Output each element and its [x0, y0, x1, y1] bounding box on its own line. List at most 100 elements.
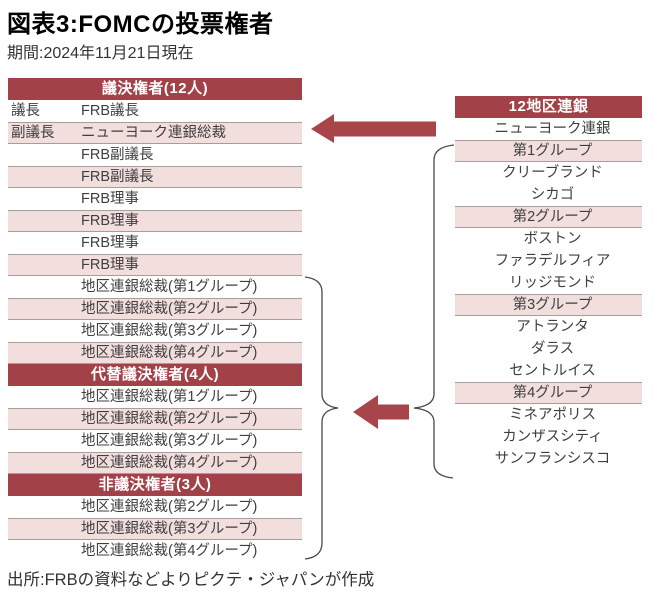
period-label: 期間:2024年11月21日現在	[7, 45, 194, 62]
row-text: ダラス	[530, 341, 575, 357]
table-row: 地区連銀総裁(第2グループ)	[8, 298, 302, 320]
row-text: ミネアポリス	[509, 407, 596, 423]
table-row: 地区連銀総裁(第3グループ)	[8, 430, 302, 452]
row-text: 第1グループ	[512, 143, 593, 159]
row-text: 地区連銀総裁(第2グループ)	[81, 411, 258, 427]
table-row: 第2グループ	[455, 206, 642, 228]
table-row: 第1グループ	[455, 140, 642, 162]
table-row: 地区連銀総裁(第1グループ)	[8, 386, 302, 408]
table-row: FRB理事	[8, 210, 302, 232]
table-row: 地区連銀総裁(第4グループ)	[8, 540, 302, 562]
row-label	[8, 276, 73, 298]
table-row: ミネアポリス	[455, 404, 642, 426]
row-text: ニューヨーク連銀	[494, 121, 611, 137]
table-row: クリーブランド	[455, 162, 642, 184]
table-row: FRB副議長	[8, 166, 302, 188]
table-row: 地区連銀総裁(第2グループ)	[8, 408, 302, 430]
left-arrow-icon-top	[311, 114, 436, 143]
table-row: 地区連銀総裁(第3グループ)	[8, 518, 302, 540]
row-label	[8, 299, 73, 319]
row-text: 地区連銀総裁(第1グループ)	[81, 279, 258, 295]
table-row: リッジモンド	[455, 272, 642, 294]
row-text: リッジモンド	[509, 275, 596, 291]
table-row: セントルイス	[455, 360, 642, 382]
row-label	[8, 496, 73, 518]
row-label	[8, 519, 73, 539]
row-text: FRB議長	[81, 103, 139, 119]
table-row: FRB理事	[8, 232, 302, 254]
row-text: ニューヨーク連銀総裁	[81, 125, 226, 141]
section-header: 非議決権者(3人)	[8, 474, 302, 496]
row-text: FRB理事	[81, 191, 139, 207]
table-row: ボストン	[455, 228, 642, 250]
table-row: 議長 FRB議長	[8, 100, 302, 122]
row-text: セントルイス	[509, 363, 596, 379]
voters-table: 議決権者(12人) 議長 FRB議長副議長 ニューヨーク連銀総裁 FRB副議長 FRB副議…	[8, 78, 302, 562]
row-label	[8, 167, 73, 187]
table-row: 地区連銀総裁(第1グループ)	[8, 276, 302, 298]
row-label	[8, 232, 73, 254]
row-text: ボストン	[523, 231, 582, 247]
left-arrow-icon-middle	[353, 395, 409, 429]
row-text: 地区連銀総裁(第4グループ)	[81, 543, 258, 559]
row-text: 地区連銀総裁(第4グループ)	[81, 345, 258, 361]
table-row: サンフランシスコ	[455, 448, 642, 470]
row-text: FRB副議長	[81, 147, 154, 163]
row-text: FRB副議長	[81, 169, 154, 185]
table-row: ダラス	[455, 338, 642, 360]
row-text: シカゴ	[530, 187, 575, 203]
row-text: クリーブランド	[502, 165, 603, 181]
row-label	[8, 211, 73, 231]
table-row: カンザスシティ	[455, 426, 642, 448]
row-label: 議長	[11, 103, 40, 119]
row-text: 地区連銀総裁(第3グループ)	[81, 521, 258, 537]
row-label	[8, 188, 73, 210]
row-label	[8, 144, 73, 166]
table-row: アトランタ	[455, 316, 642, 338]
table-row: 第4グループ	[455, 382, 642, 404]
row-text: カンザスシティ	[502, 429, 603, 445]
district-table-header: 12地区連銀	[455, 96, 642, 118]
row-label	[8, 409, 73, 429]
table-row: FRB理事	[8, 188, 302, 210]
table-row: 第3グループ	[455, 294, 642, 316]
row-label	[8, 343, 73, 363]
district-banks-table: 12地区連銀 ニューヨーク連銀第1グループクリーブランドシカゴ第2グループボスト…	[455, 96, 642, 470]
row-text: サンフランシスコ	[494, 451, 611, 467]
row-text: FRB理事	[81, 235, 139, 251]
row-text: ファラデルフィア	[494, 253, 611, 269]
row-label: 副議長	[11, 125, 55, 141]
row-label	[8, 386, 73, 408]
table-row: ニューヨーク連銀	[455, 118, 642, 140]
page-title: 図表3:FOMCの投票権者	[7, 11, 274, 38]
row-label	[8, 320, 73, 342]
row-label	[8, 540, 73, 562]
source-note: 出所:FRBの資料などよりピクテ・ジャパンが作成	[7, 571, 375, 589]
row-text: FRB理事	[81, 213, 139, 229]
row-text: 地区連銀総裁(第2グループ)	[81, 499, 258, 515]
row-text: アトランタ	[516, 319, 589, 335]
table-row: 地区連銀総裁(第4グループ)	[8, 452, 302, 474]
row-text: 第4グループ	[512, 385, 593, 401]
row-label	[8, 255, 73, 275]
section-header: 代替議決権者(4人)	[8, 364, 302, 386]
row-text: 第3グループ	[512, 297, 593, 313]
row-text: 第2グループ	[512, 209, 593, 225]
row-label	[8, 430, 73, 452]
table-row: ファラデルフィア	[455, 250, 642, 272]
table-row: 地区連銀総裁(第3グループ)	[8, 320, 302, 342]
row-text: 地区連銀総裁(第1グループ)	[81, 389, 258, 405]
row-text: 地区連銀総裁(第3グループ)	[81, 433, 258, 449]
row-text: 地区連銀総裁(第3グループ)	[81, 323, 258, 339]
section-header: 議決権者(12人)	[8, 78, 302, 100]
row-text: FRB理事	[81, 257, 139, 273]
table-row: 地区連銀総裁(第4グループ)	[8, 342, 302, 364]
table-row: FRB副議長	[8, 144, 302, 166]
row-text: 地区連銀総裁(第2グループ)	[81, 301, 258, 317]
row-label	[8, 453, 73, 473]
table-row: 副議長 ニューヨーク連銀総裁	[8, 122, 302, 144]
left-curly-brace	[304, 276, 339, 560]
district-table-rows: ニューヨーク連銀第1グループクリーブランドシカゴ第2グループボストンファラデルフ…	[455, 118, 642, 470]
table-row: シカゴ	[455, 184, 642, 206]
